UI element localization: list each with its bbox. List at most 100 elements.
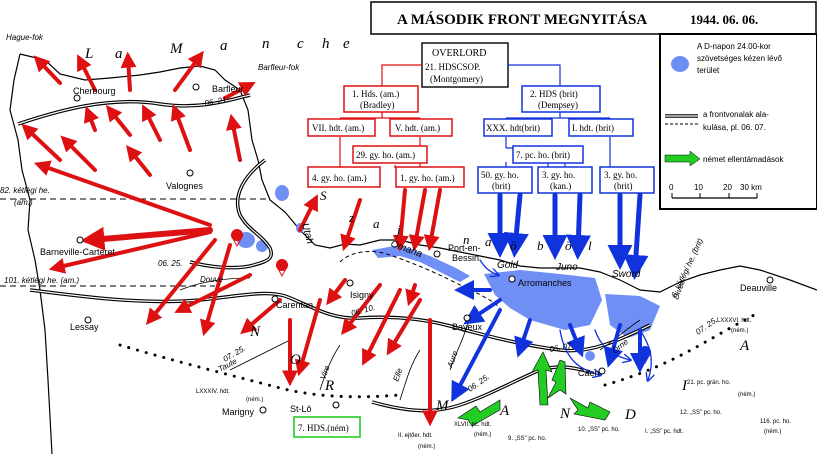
svg-text:3. gy. ho.: 3. gy. ho.: [542, 170, 575, 180]
title-block: A MÁSODIK FRONT MEGNYITÁSA 1944. 06. 06.: [370, 1, 817, 35]
svg-text:116. pc. ho.: 116. pc. ho.: [760, 419, 791, 425]
svg-text:29. gy. ho. (am.): 29. gy. ho. (am.): [356, 150, 415, 160]
paratrooper-icon: [230, 229, 652, 365]
svg-text:Isigny: Isigny: [350, 290, 374, 300]
svg-text:XXX. hdt(brit): XXX. hdt(brit): [486, 123, 540, 133]
svg-text:(kan.): (kan.): [550, 181, 571, 191]
svg-text:(ném.): (ném.): [731, 328, 748, 334]
svg-text:06. 21.: 06. 21.: [204, 95, 230, 108]
svg-text:(Dempsey): (Dempsey): [538, 100, 578, 110]
overlord-box: OVERLORD 21. HDSCSOP. (Montgomery): [421, 42, 509, 88]
svg-text:4. gy. ho. (am.): 4. gy. ho. (am.): [312, 173, 367, 183]
svg-text:50. gy. ho.: 50. gy. ho.: [481, 170, 519, 180]
svg-text:N: N: [249, 324, 261, 340]
svg-text:német ellentámadások: német ellentámadások: [703, 155, 784, 164]
uk-command-chart: 2. HDS (brit) (Dempsey) XXX. hdt(brit) I…: [477, 85, 655, 194]
svg-text:A D-napon 24.00-kor: A D-napon 24.00-kor: [697, 42, 771, 51]
svg-text:S: S: [320, 188, 327, 203]
svg-text:A: A: [499, 403, 510, 419]
svg-text:30 km: 30 km: [740, 183, 762, 192]
town-labels: Cherbourg Barfleur Valognes Barneville-C…: [40, 84, 777, 417]
svg-text:06. 25.: 06. 25.: [466, 372, 491, 393]
svg-text:10: 10: [694, 183, 703, 192]
map-date: 1944. 06. 06.: [690, 12, 758, 27]
river-labels: Douve Taute Vire Elle Aure Orne Dives: [200, 275, 687, 383]
svg-text:e: e: [343, 36, 350, 52]
svg-text:ö: ö: [510, 238, 517, 253]
svg-text:Douve: Douve: [200, 275, 224, 284]
svg-text:l: l: [588, 238, 592, 253]
svg-text:R: R: [324, 378, 334, 394]
town-dots: [73, 83, 774, 414]
svg-text:21. HDSCSOP.: 21. HDSCSOP.: [425, 62, 480, 72]
svg-text:szövetséges kézen lévő: szövetséges kézen lévő: [697, 54, 782, 63]
svg-text:LXXXVI. hdt.: LXXXVI. hdt.: [717, 318, 752, 324]
svg-text:Cherbourg: Cherbourg: [73, 86, 116, 96]
svg-text:Deauville: Deauville: [740, 283, 777, 293]
svg-text:0: 0: [669, 183, 674, 192]
svg-text:Bessin: Bessin: [452, 253, 479, 263]
svg-text:(brit): (brit): [492, 181, 511, 191]
svg-text:(ném.): (ném.): [738, 392, 755, 398]
lat-101-label: 101. kétlégi he. (am.): [4, 276, 79, 285]
svg-text:(Bradley): (Bradley): [360, 100, 394, 110]
german-army-box: 7. HDS.(ném): [293, 416, 361, 438]
svg-text:I. „SS” pc. hdt.: I. „SS” pc. hdt.: [645, 429, 684, 435]
west-coast: [9, 53, 53, 454]
svg-text:a: a: [373, 216, 380, 231]
svg-text:(ném.): (ném.): [246, 397, 263, 403]
svg-text:07. 25.: 07. 25.: [694, 315, 719, 336]
cape-barfleur: Barfleur-fok: [258, 63, 300, 72]
svg-text:terület: terület: [697, 66, 720, 75]
svg-text:Lessay: Lessay: [70, 322, 99, 332]
svg-text:n: n: [262, 36, 270, 52]
svg-text:St-Lô: St-Lô: [290, 404, 312, 414]
svg-text:(ném.): (ném.): [474, 432, 491, 438]
svg-text:10. „SS” pc. ho.: 10. „SS” pc. ho.: [578, 427, 620, 433]
svg-text:Valognes: Valognes: [166, 181, 203, 191]
svg-text:1. Hds. (am.): 1. Hds. (am.): [352, 89, 399, 99]
svg-text:ö: ö: [565, 238, 572, 253]
svg-text:Elle: Elle: [391, 367, 404, 383]
svg-text:Barneville-Carteret: Barneville-Carteret: [40, 247, 116, 257]
legend: A D-napon 24.00-kor szövetséges kézen lé…: [659, 33, 817, 210]
svg-text:Sword: Sword: [612, 269, 641, 280]
german-unit-labels: LXXXIV. hdt. (ném.) LXXXVI. hdt. (ném.) …: [196, 318, 791, 450]
scale-bar: 0 10 20 30 km: [669, 183, 762, 199]
svg-text:12. „SS” pc. ho.: 12. „SS” pc. ho.: [680, 410, 722, 416]
lat-82-label: 82. kétlégi he.: [0, 186, 50, 195]
dotted-front-0725: [118, 343, 402, 399]
svg-text:3. gy. ho.: 3. gy. ho.: [604, 170, 637, 180]
svg-text:I: I: [681, 378, 688, 394]
svg-text:1. gy. ho. (am.): 1. gy. ho. (am.): [400, 173, 455, 183]
us-arrows: [21, 50, 442, 427]
svg-text:XLVII. pc. hdt.: XLVII. pc. hdt.: [454, 422, 492, 428]
svg-text:Marigny: Marigny: [222, 407, 255, 417]
svg-text:a: a: [220, 38, 228, 54]
svg-text:kulása, pl. 06. 07.: kulása, pl. 06. 07.: [703, 123, 766, 132]
cape-hague: Hague-fok: [6, 33, 44, 42]
svg-text:20: 20: [723, 183, 732, 192]
svg-text:06. 25.: 06. 25.: [158, 259, 182, 268]
svg-text:h: h: [322, 36, 330, 52]
svg-text:2. HDS (brit): 2. HDS (brit): [530, 89, 578, 99]
rivers: [179, 277, 641, 401]
svg-text:j: j: [395, 222, 401, 237]
svg-text:Juno: Juno: [555, 262, 578, 273]
lat-6-label: 6. kétlégi he. (brit): [670, 237, 705, 299]
lat-82-sub: (am.): [14, 198, 33, 207]
svg-text:Aure: Aure: [445, 349, 460, 369]
svg-text:II. ejtőer. hdt.: II. ejtőer. hdt.: [398, 433, 433, 439]
svg-text:Utah: Utah: [299, 222, 315, 246]
german-arrows: [457, 351, 611, 427]
svg-text:M: M: [435, 398, 450, 414]
svg-text:D: D: [624, 407, 636, 423]
svg-text:OVERLORD: OVERLORD: [432, 48, 486, 59]
svg-text:b: b: [537, 238, 544, 253]
svg-text:c: c: [297, 36, 304, 52]
svg-text:Port-en-: Port-en-: [448, 243, 481, 253]
sea-labels: L a M a n c h e S z a j n a ö b ö l: [84, 36, 592, 253]
legend-green-arrow-icon: [664, 150, 701, 167]
svg-text:Carentan: Carentan: [276, 300, 313, 310]
